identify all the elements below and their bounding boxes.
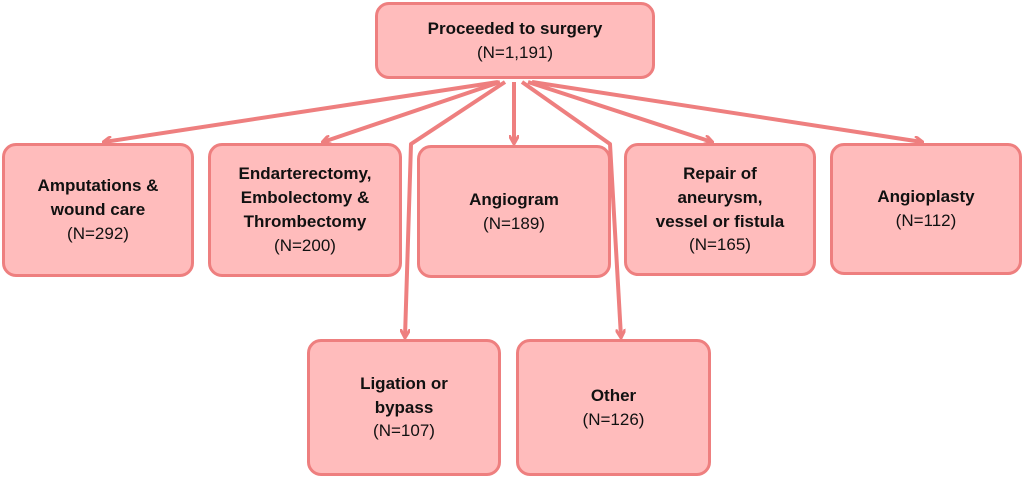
- arrow-root-to-plasty: [531, 80, 922, 142]
- node-amputations-wound-care: Amputations & wound care (N=292): [2, 143, 194, 277]
- node-count: (N=107): [373, 421, 435, 441]
- arrow-root-to-lig: [405, 80, 507, 337]
- node-other: Other (N=126): [516, 339, 711, 476]
- arrow-root-to-end: [323, 80, 501, 142]
- arrow-root-to-other: [520, 80, 621, 337]
- node-repair-aneurysm: Repair of aneurysm, vessel or fistula (N…: [624, 143, 816, 276]
- arrow-root-to-amp: [104, 80, 499, 142]
- node-label: Angiogram: [469, 189, 559, 209]
- node-ligation-bypass: Ligation or bypass (N=107): [307, 339, 501, 476]
- node-label: Endarterectomy, Embolectomy & Thrombecto…: [238, 164, 372, 231]
- node-label: Amputations & wound care: [37, 176, 159, 220]
- node-count: (N=189): [483, 213, 545, 233]
- node-label: Other: [590, 385, 637, 405]
- node-endarterectomy: Endarterectomy, Embolectomy & Thrombecto…: [208, 143, 402, 277]
- node-count: (N=165): [689, 235, 751, 255]
- node-label: Ligation or bypass: [360, 373, 448, 417]
- node-count: (N=292): [67, 223, 129, 243]
- node-count: (N=200): [274, 235, 336, 255]
- node-label: Proceeded to surgery: [427, 18, 603, 38]
- arrow-root-to-repair: [527, 80, 712, 142]
- node-count: (N=1,191): [476, 42, 554, 62]
- node-angioplasty: Angioplasty (N=112): [830, 143, 1022, 275]
- node-label: Repair of aneurysm, vessel or fistula: [655, 163, 785, 231]
- node-proceeded-to-surgery: Proceeded to surgery (N=1,191): [375, 2, 655, 79]
- node-label: Angioplasty: [877, 187, 975, 207]
- node-count: (N=126): [582, 409, 645, 429]
- node-count: (N=112): [895, 211, 957, 230]
- node-angiogram: Angiogram (N=189): [417, 145, 611, 278]
